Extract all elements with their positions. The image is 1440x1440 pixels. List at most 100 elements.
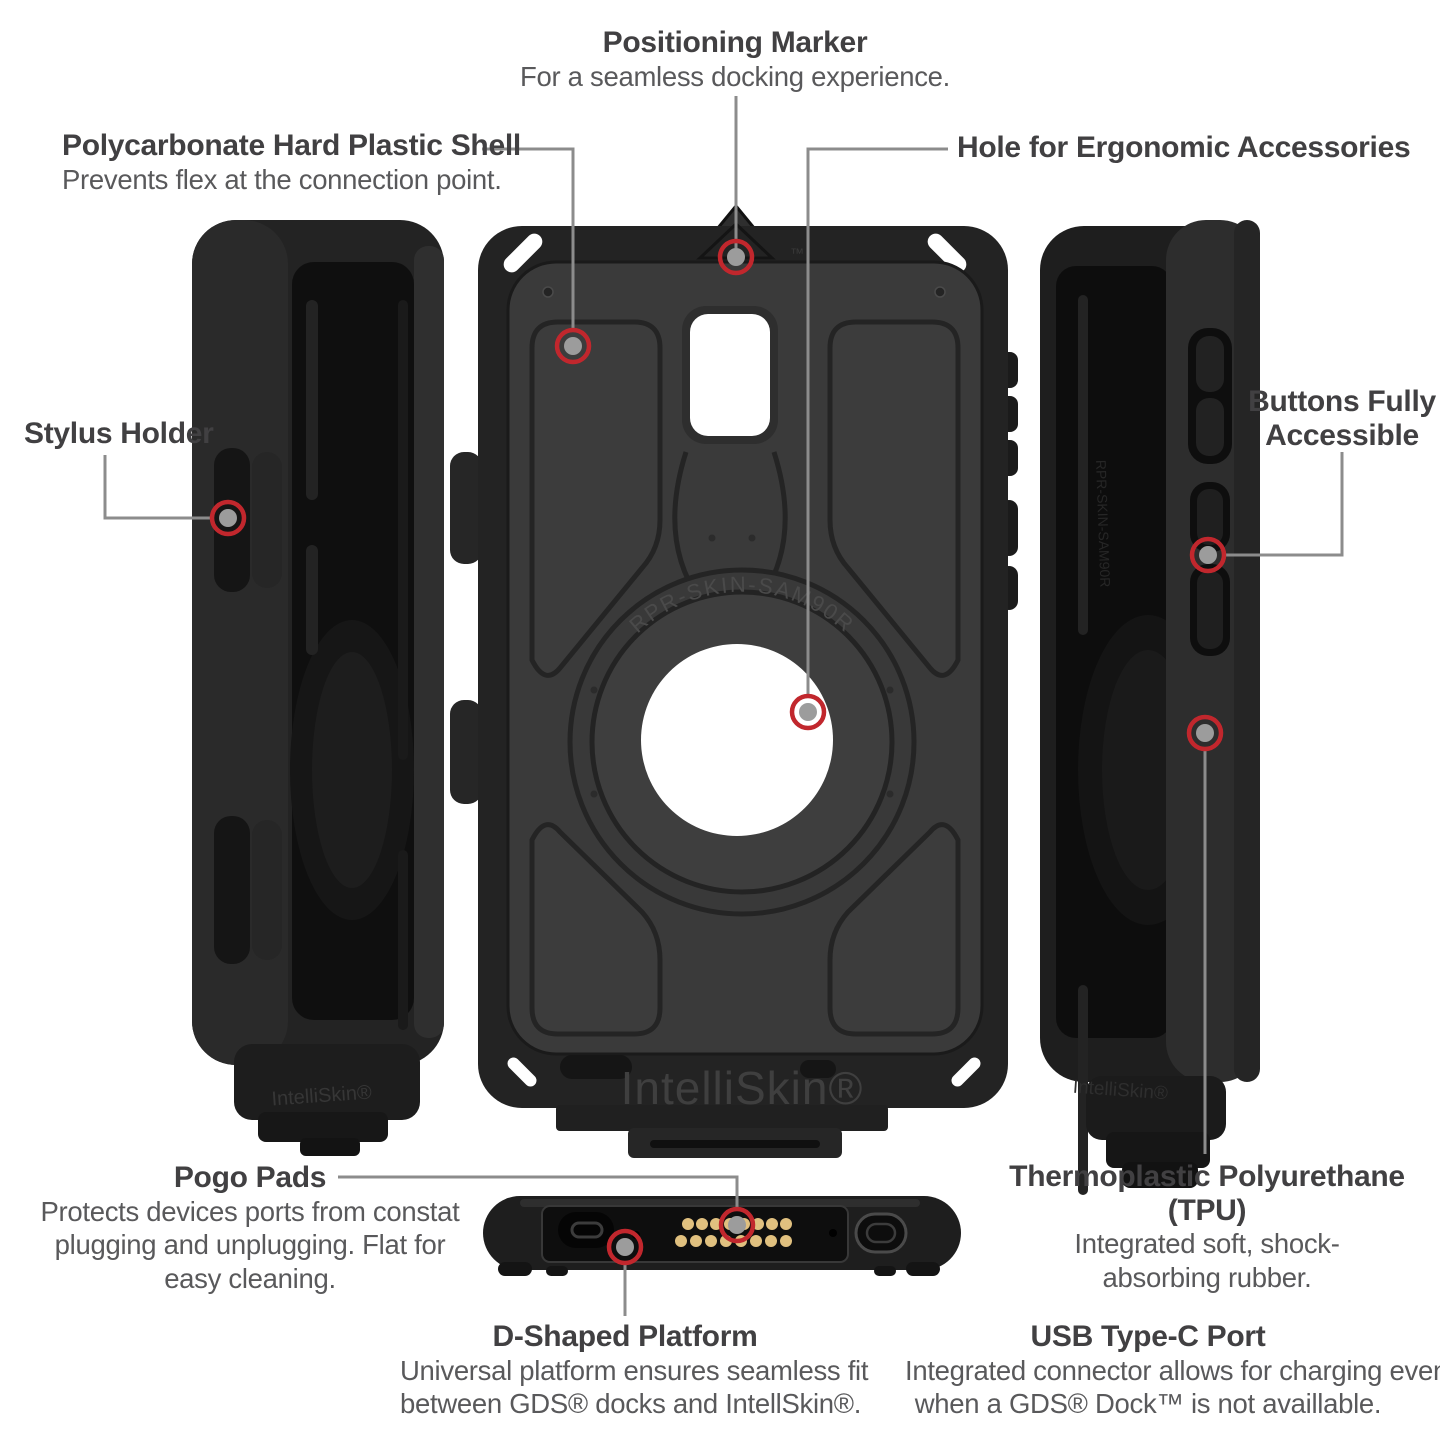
marker-ring bbox=[606, 1228, 644, 1266]
camera-cutout bbox=[690, 314, 770, 436]
callout-body: Universal platform ensures seamless fit … bbox=[400, 1354, 869, 1421]
callout-stylus-holder: Stylus Holder bbox=[24, 417, 214, 451]
left-view-base-step bbox=[258, 1112, 388, 1142]
buttons-marker-point bbox=[1189, 536, 1227, 574]
volume-up-button bbox=[1196, 336, 1224, 392]
foot bbox=[874, 1266, 896, 1276]
right-side-view: RPR-SKIN-SAM90R IntelliSkin® bbox=[1040, 220, 1260, 1195]
body-line: when a GDS® Dock™ is not availlable. bbox=[914, 1388, 1382, 1420]
callout-body: Integrated soft, shock- absorbing rubber… bbox=[995, 1227, 1419, 1294]
body-line: plugging and unplugging. Flat for bbox=[54, 1229, 446, 1261]
right-view-slab-edge bbox=[1234, 220, 1260, 1082]
callout-title: Pogo Pads bbox=[173, 1161, 327, 1194]
lanyard-slot bbox=[951, 1057, 981, 1087]
callout-title: D-Shaped Platform bbox=[492, 1320, 758, 1353]
marker-dot bbox=[727, 248, 745, 266]
callout-title: Stylus Holder bbox=[24, 417, 214, 450]
leader-lines bbox=[103, 96, 1344, 1316]
stylus-marker-point bbox=[209, 499, 247, 537]
pogo-pad-dot bbox=[766, 1218, 778, 1230]
panel-screw bbox=[934, 286, 946, 298]
right-view-base bbox=[1086, 1076, 1226, 1140]
bottom-feet bbox=[498, 1262, 940, 1276]
foot bbox=[498, 1262, 532, 1276]
callout-body: For a seamless docking experience. bbox=[500, 60, 970, 94]
leader-buttons-accessible bbox=[1225, 452, 1344, 557]
callout-tpu: Thermoplastic Polyurethane (TPU) Integra… bbox=[995, 1160, 1419, 1294]
callout-title: Positioning Marker bbox=[602, 26, 868, 59]
stylus-clip bbox=[252, 452, 282, 588]
feature-markers bbox=[209, 238, 1227, 1266]
callout-title: USB Type-C Port bbox=[1030, 1320, 1266, 1353]
lanyard-slot bbox=[927, 233, 967, 273]
accessory-port bbox=[854, 1212, 908, 1254]
callout-title: Polycarbonate Hard Plastic Shell bbox=[62, 129, 521, 162]
volume-down-button bbox=[1196, 398, 1224, 456]
tpu-marker-point bbox=[1186, 714, 1224, 752]
power-button bbox=[1197, 489, 1223, 545]
callout-title: Thermoplastic Polyurethane (TPU) bbox=[1009, 1160, 1405, 1227]
leader-pogo-pads bbox=[338, 1175, 739, 1208]
side-buttons bbox=[1188, 328, 1232, 656]
bottom-slot bbox=[560, 1055, 632, 1079]
usb-c-port bbox=[558, 1212, 614, 1248]
marker-dot bbox=[799, 703, 817, 721]
callout-title: Buttons Fully Accessible bbox=[1162, 385, 1440, 452]
foot bbox=[546, 1266, 568, 1276]
stylus-clip bbox=[252, 820, 282, 960]
right-view-groove bbox=[1078, 985, 1088, 1195]
leader-ergonomic-hole bbox=[806, 147, 948, 694]
left-edge-tab bbox=[450, 452, 482, 564]
callout-buttons-accessible: Buttons Fully Accessible bbox=[1162, 385, 1440, 452]
positioning-marker-point bbox=[717, 238, 755, 276]
corner-lanyard-slots bbox=[503, 233, 981, 1087]
stylus-clip bbox=[214, 816, 250, 964]
pogo-pad-dot bbox=[682, 1218, 694, 1230]
left-view-groove bbox=[398, 300, 408, 760]
callout-positioning-marker: Positioning Marker For a seamless dockin… bbox=[500, 26, 970, 93]
marker-dot bbox=[616, 1238, 634, 1256]
leader-stylus-holder bbox=[103, 455, 210, 520]
marker-dot bbox=[564, 337, 582, 355]
left-view-ring-inner bbox=[312, 652, 392, 888]
body-line: Universal platform ensures seamless fit bbox=[400, 1354, 869, 1386]
pogo-pad-dot bbox=[675, 1235, 687, 1247]
ring-dot bbox=[590, 686, 598, 694]
platform-slot bbox=[650, 1140, 820, 1148]
tpu-pad-top-left bbox=[529, 319, 663, 678]
pogo-pad-dot bbox=[690, 1235, 702, 1247]
pogo-pad-dot bbox=[765, 1235, 777, 1247]
callout-usb-type-c: USB Type-C Port Integrated connector all… bbox=[905, 1320, 1440, 1421]
ring-dots bbox=[590, 534, 894, 798]
right-view-model-engraving: RPR-SKIN-SAM90R bbox=[1093, 460, 1113, 588]
side-button bbox=[1197, 571, 1223, 649]
body-line: Integrated connector allows for charging… bbox=[905, 1354, 1440, 1386]
bottom-slot bbox=[800, 1060, 836, 1078]
marker-ring bbox=[554, 327, 592, 365]
ring-dot bbox=[708, 534, 716, 542]
ring-dot bbox=[886, 790, 894, 798]
right-view-groove bbox=[1078, 295, 1088, 635]
pogo-pad-dot bbox=[780, 1235, 792, 1247]
shell-marker-point bbox=[554, 327, 592, 365]
ergonomic-hole-marker-point bbox=[789, 693, 827, 731]
marker-ring bbox=[789, 693, 827, 731]
body-line: absorbing rubber. bbox=[1102, 1261, 1312, 1293]
body-line: For a seamless docking experience. bbox=[519, 60, 950, 92]
bottom-view bbox=[483, 1196, 961, 1276]
left-view-groove bbox=[306, 545, 318, 655]
body-line: between GDS® docks and IntellSkin®. bbox=[400, 1388, 862, 1420]
platform-marker-point bbox=[606, 1228, 644, 1266]
callout-ergonomic-hole: Hole for Ergonomic Accessories bbox=[957, 131, 1411, 165]
body-line: Protects devices ports from constat bbox=[40, 1195, 460, 1227]
marker-dot bbox=[728, 1216, 746, 1234]
ring-dot bbox=[748, 534, 756, 542]
left-view-base bbox=[234, 1044, 420, 1120]
accessory-port-inner bbox=[865, 1222, 897, 1244]
callout-body: Prevents flex at the connection point. bbox=[62, 163, 521, 197]
marker-ring bbox=[718, 1206, 756, 1244]
marker-ring bbox=[209, 499, 247, 537]
right-view-base-step bbox=[1106, 1132, 1210, 1168]
pogo-pad-dot bbox=[750, 1235, 762, 1247]
